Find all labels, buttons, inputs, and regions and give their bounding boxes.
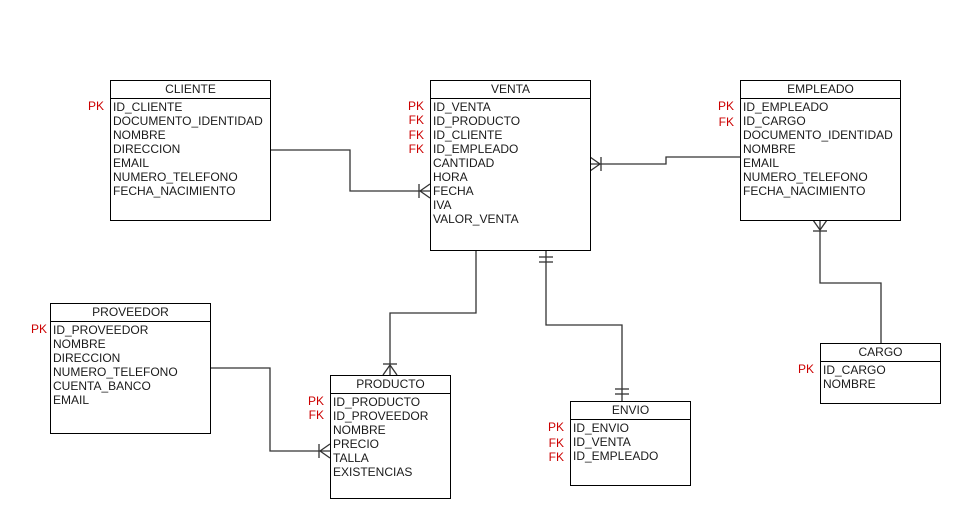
connector-empleado-venta xyxy=(589,156,740,172)
attribute: TALLA xyxy=(333,451,369,465)
attribute-list: ID_PRODUCTO ID_PROVEEDOR NOMBRE PRECIO T… xyxy=(331,394,450,479)
attribute-list: ID_CLIENTE DOCUMENTO_IDENTIDAD NOMBRE DI… xyxy=(111,99,270,198)
entity-title: CLIENTE xyxy=(111,81,270,99)
attribute: IVA xyxy=(433,198,452,212)
attribute-list: ID_VENTA ID_PRODUCTO ID_CLIENTE ID_EMPLE… xyxy=(431,99,590,226)
attribute: ID_EMPLEADO xyxy=(433,142,519,156)
key-marker: PK xyxy=(307,394,324,408)
attribute: EXISTENCIAS xyxy=(333,465,413,479)
attribute: NOMBRE xyxy=(113,128,166,142)
attribute: NOMBRE xyxy=(333,423,386,437)
key-marker: FK xyxy=(548,450,564,464)
attribute: CANTIDAD xyxy=(433,156,495,170)
key-marker: PK xyxy=(547,420,564,434)
key-marker: PK xyxy=(30,322,47,336)
attribute: NOMBRE xyxy=(743,142,796,156)
attribute: FECHA_NACIMIENTO xyxy=(743,184,866,198)
attribute: NOMBRE xyxy=(53,337,106,351)
attribute: NUMERO_TELEFONO xyxy=(113,170,238,184)
attribute: ID_PROVEEDOR xyxy=(53,323,149,337)
entity-empleado: EMPLEADO ID_EMPLEADO ID_CARGO DOCUMENTO_… xyxy=(740,80,901,221)
entity-producto: PRODUCTO ID_PRODUCTO ID_PROVEEDOR NOMBRE… xyxy=(330,375,451,499)
key-marker: PK xyxy=(87,99,104,113)
attribute: ID_VENTA xyxy=(433,100,491,114)
connector-empleado-cargo xyxy=(812,219,882,343)
attribute: ID_EMPLEADO xyxy=(743,100,829,114)
attribute: DOCUMENTO_IDENTIDAD xyxy=(113,114,263,128)
attribute: ID_PROVEEDOR xyxy=(333,409,429,423)
attribute-list: ID_EMPLEADO ID_CARGO DOCUMENTO_IDENTIDAD… xyxy=(741,99,900,198)
key-marker: FK xyxy=(718,115,734,129)
entity-cliente: CLIENTE ID_CLIENTE DOCUMENTO_IDENTIDAD N… xyxy=(110,80,271,221)
attribute-list: ID_CARGO NOMBRE xyxy=(821,362,940,391)
attribute: PRECIO xyxy=(333,437,380,451)
key-marker: PK xyxy=(717,99,734,113)
attribute: FECHA_NACIMIENTO xyxy=(113,184,236,198)
attribute: DOCUMENTO_IDENTIDAD xyxy=(743,128,893,142)
entity-venta: VENTA ID_VENTA ID_PRODUCTO ID_CLIENTE ID… xyxy=(430,80,591,251)
entity-title: PROVEEDOR xyxy=(51,304,210,322)
attribute-list: ID_ENVIO ID_VENTA ID_EMPLEADO xyxy=(571,420,690,463)
key-marker: FK xyxy=(308,408,324,422)
attribute: NUMERO_TELEFONO xyxy=(743,170,868,184)
key-marker: PK xyxy=(797,362,814,376)
attribute: ID_PRODUCTO xyxy=(333,395,421,409)
attribute: ID_CARGO xyxy=(743,114,806,128)
attribute: CUENTA_BANCO xyxy=(53,379,151,393)
entity-cargo: CARGO ID_CARGO NOMBRE xyxy=(820,343,941,404)
attribute: EMAIL xyxy=(113,156,150,170)
connector-venta-envio xyxy=(539,250,629,401)
attribute: EMAIL xyxy=(743,156,780,170)
key-marker: PK xyxy=(407,99,424,113)
entity-title: PRODUCTO xyxy=(331,376,450,394)
attribute: DIRECCION xyxy=(53,351,121,365)
entity-title: ENVIO xyxy=(571,402,690,420)
attribute: ID_EMPLEADO xyxy=(573,449,659,463)
attribute: ID_PRODUCTO xyxy=(433,114,521,128)
connector-venta-producto xyxy=(382,250,477,376)
key-marker: FK xyxy=(408,142,424,156)
attribute: ID_CLIENTE xyxy=(113,100,183,114)
entity-title: CARGO xyxy=(821,344,940,362)
attribute: ID_CLIENTE xyxy=(433,128,503,142)
entity-title: VENTA xyxy=(431,81,590,99)
attribute: EMAIL xyxy=(53,393,90,407)
attribute: HORA xyxy=(433,170,468,184)
attribute: DIRECCION xyxy=(113,142,181,156)
attribute: FECHA xyxy=(433,184,474,198)
entity-envio: ENVIO ID_ENVIO ID_VENTA ID_EMPLEADO xyxy=(570,401,691,486)
attribute: NUMERO_TELEFONO xyxy=(53,365,178,379)
key-marker: FK xyxy=(408,128,424,142)
key-marker: FK xyxy=(408,113,424,127)
attribute: ID_ENVIO xyxy=(573,421,630,435)
attribute-list: ID_PROVEEDOR NOMBRE DIRECCION NUMERO_TEL… xyxy=(51,322,210,407)
connector-proveedor-producto xyxy=(210,367,331,459)
entity-title: EMPLEADO xyxy=(741,81,900,99)
connector-cliente-venta xyxy=(270,149,431,199)
attribute: VALOR_VENTA xyxy=(433,212,519,226)
attribute: ID_VENTA xyxy=(573,435,631,449)
attribute: NOMBRE xyxy=(823,377,876,391)
key-marker: FK xyxy=(548,436,564,450)
attribute: ID_CARGO xyxy=(823,363,886,377)
entity-proveedor: PROVEEDOR ID_PROVEEDOR NOMBRE DIRECCION … xyxy=(50,303,211,434)
